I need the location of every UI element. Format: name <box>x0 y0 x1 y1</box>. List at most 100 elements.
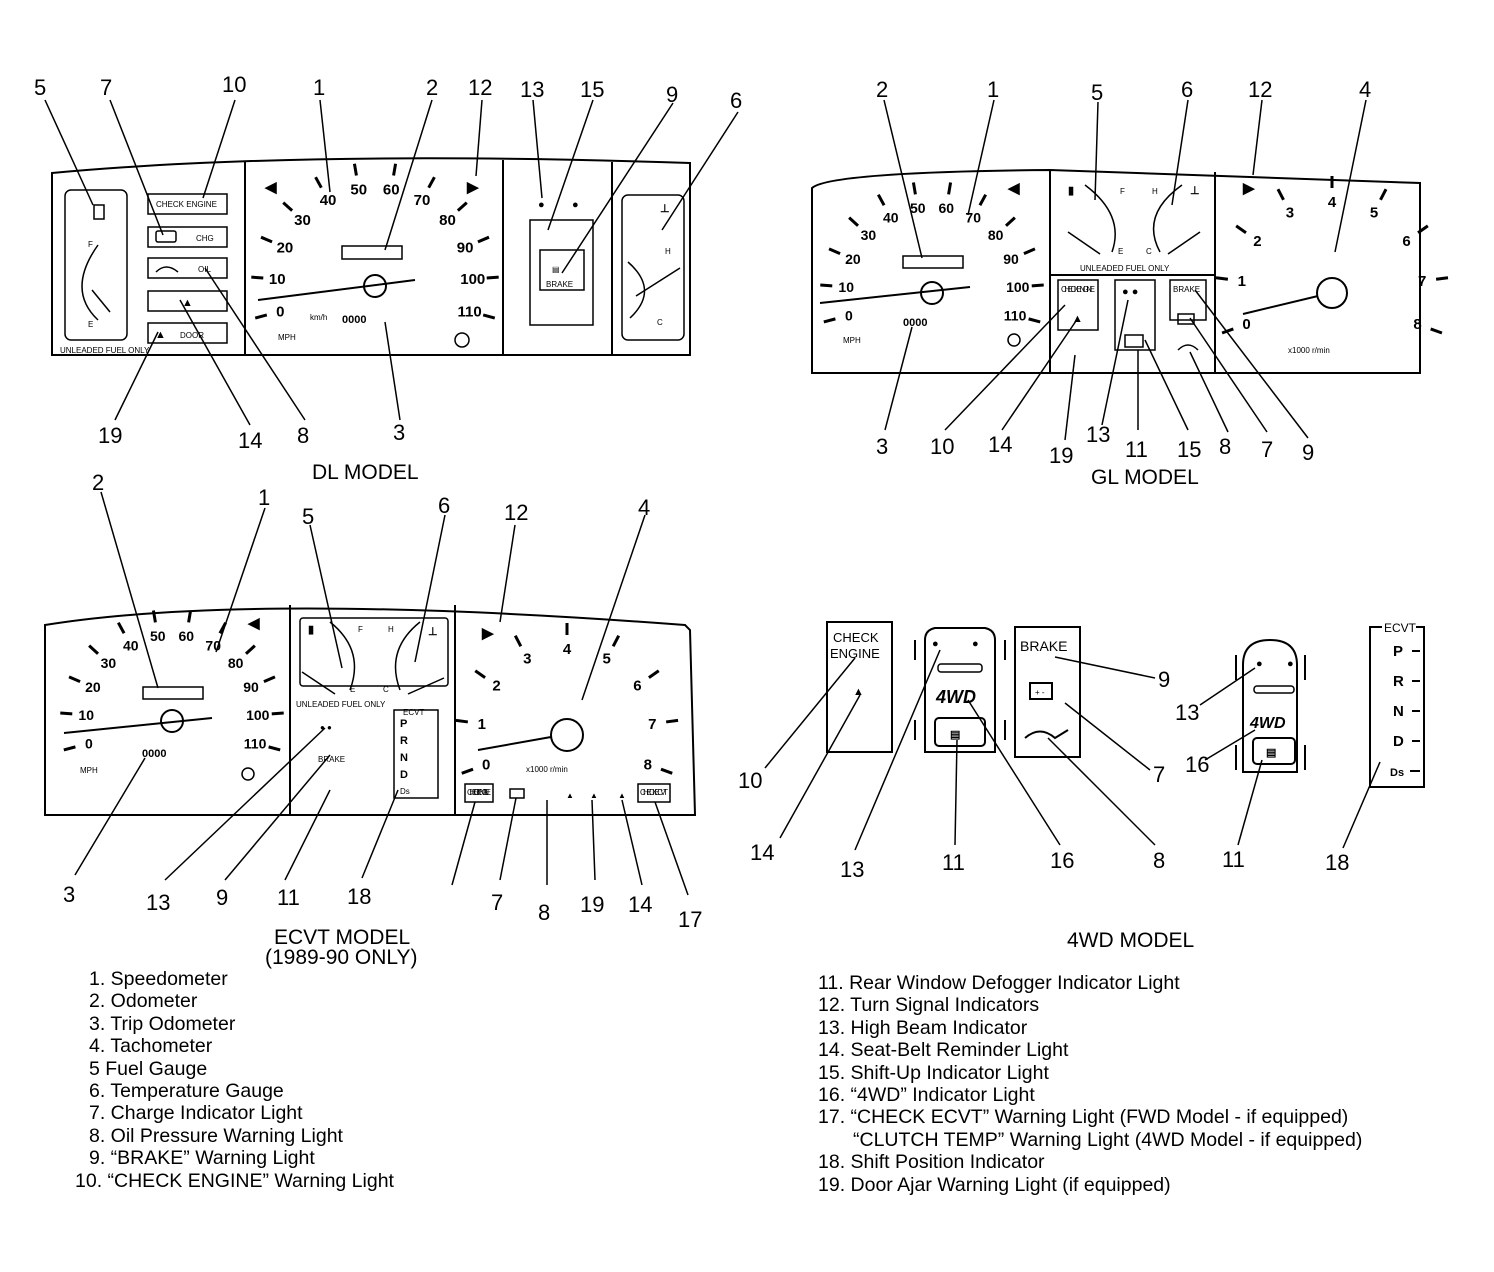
dial-tick <box>1028 317 1041 324</box>
dl-callout: 9 <box>666 82 678 107</box>
dl-callout: 6 <box>730 88 742 113</box>
fwd4-brake-panel: BRAKE + - <box>1014 626 1081 758</box>
dial-label: 2 <box>1253 233 1261 250</box>
dial-tick <box>611 634 621 647</box>
dial-label: 8 <box>644 756 652 773</box>
dial-label: 80 <box>439 212 456 229</box>
ecvt-callout: 7 <box>491 890 503 915</box>
dl-brake-label: BRAKE <box>546 280 573 289</box>
dial-tick <box>1221 327 1234 335</box>
fwd4-small-high-beam-icon: ● <box>1256 658 1263 670</box>
dial-label: 60 <box>178 628 194 644</box>
ecvt-fuel-f: F <box>358 625 363 634</box>
dial-label: 0 <box>276 303 284 320</box>
dial-label: 40 <box>320 192 337 209</box>
dial-label: 2 <box>492 678 500 695</box>
dial-label: 30 <box>101 655 117 671</box>
gl-callout: 9 <box>1302 440 1314 465</box>
ecvt-callout: 1 <box>258 485 270 510</box>
dial-tick <box>263 675 276 684</box>
fwd4-defogger-icon: ▤ <box>950 729 960 741</box>
dial-tick <box>456 201 468 212</box>
dial-tick <box>187 610 193 623</box>
dial-tick <box>60 711 73 716</box>
ecvt-model-title: ECVT MODEL <box>274 926 410 949</box>
gl-callout: 2 <box>876 77 888 102</box>
dial-label: 20 <box>277 239 294 256</box>
dial-tick <box>254 313 268 320</box>
ecvt-callout: 14 <box>628 892 652 917</box>
gl-callout: 15 <box>1177 437 1201 462</box>
dl-callout: 10 <box>222 72 246 97</box>
dial-tick <box>820 283 833 288</box>
gl-tach-unit: x1000 r/min <box>1288 346 1330 355</box>
gl-callout: 19 <box>1049 443 1073 468</box>
fwd4-4wd-badge: 4WD <box>935 687 976 707</box>
dial-tick <box>151 610 157 623</box>
legend-item: 13. High Beam Indicator <box>818 1016 1028 1039</box>
ecvt-model-subtitle: (1989-90 ONLY) <box>265 946 418 969</box>
dial-label: 100 <box>246 707 270 723</box>
dial-tick <box>88 644 100 655</box>
dl-door-icon: ▲ <box>155 329 166 341</box>
ecvt-temp-c: C <box>383 685 389 694</box>
ecvt-callout: 9 <box>216 885 228 910</box>
dl-temperature-gauge: H C ⊥ <box>621 194 685 341</box>
legend-item: 19. Door Ajar Warning Light (if equipped… <box>818 1173 1171 1196</box>
fwd4-callout: 11 <box>942 850 965 875</box>
dial-tick <box>427 176 436 189</box>
dl-mph-label: MPH <box>278 333 296 342</box>
dial-label: 100 <box>1006 279 1030 295</box>
ecvt-temp-h: H <box>388 625 394 634</box>
dl-trip-odometer: 0000 <box>342 314 366 326</box>
dial-tick <box>1435 276 1449 281</box>
ecvt-gear: N <box>400 752 408 764</box>
fwd4-small-4wd-badge: 4WD <box>1249 715 1286 732</box>
fwd4-seatbelt-icon: ▲ <box>853 686 864 698</box>
dial-label: 80 <box>228 655 244 671</box>
dial-label: 110 <box>458 303 482 320</box>
legend-item: 12. Turn Signal Indicators <box>818 994 1040 1017</box>
dial-tick <box>978 193 987 206</box>
ecvt-callout: 19 <box>580 892 604 917</box>
legend-item: 2. Odometer <box>89 990 198 1013</box>
gl-model-title: GL MODEL <box>1091 466 1199 489</box>
legend-item: 14. Seat-Belt Reminder Light <box>818 1039 1069 1062</box>
ecvt-high-beam-icon: ● ● <box>320 723 332 732</box>
dial-label: 50 <box>350 181 367 198</box>
dial-tick <box>848 216 860 227</box>
dl-callout: 12 <box>468 75 492 100</box>
ecvt-callouts: 2 1 5 6 12 4 3 13 9 11 18 7 8 19 14 17 <box>63 470 702 932</box>
legend-item: 7. Charge Indicator Light <box>89 1102 303 1125</box>
dial-tick <box>911 182 917 195</box>
dl-temp-icon: ⊥ <box>660 203 670 215</box>
dial-tick <box>477 235 490 244</box>
legend-item: 16. “4WD” Indicator Light <box>818 1084 1035 1107</box>
dial-tick <box>1023 247 1036 256</box>
legend-item: 3. Trip Odometer <box>89 1012 236 1035</box>
dl-callout: 5 <box>34 75 46 100</box>
fwd4-charge-icon: + - <box>1035 688 1045 697</box>
fwd4-callout: 16 <box>1050 848 1074 873</box>
dial-label: 100 <box>460 271 485 288</box>
gl-callouts: 2 1 5 6 12 4 3 10 14 19 13 11 15 8 7 9 <box>876 77 1371 468</box>
dial-tick <box>455 718 469 724</box>
dial-label: 6 <box>1402 233 1410 250</box>
dl-fuel-f: F <box>88 240 93 249</box>
gl-temp-c: C <box>1146 247 1152 256</box>
fwd4-callouts: 9 13 7 10 16 14 13 11 16 8 11 18 <box>738 667 1349 882</box>
dial-label: 110 <box>1004 307 1027 323</box>
dial-tick <box>474 669 486 679</box>
legend-item: 5 Fuel Gauge <box>89 1057 208 1080</box>
dl-seatbelt-icon: ▲ <box>182 297 193 309</box>
dial-label: 5 <box>603 651 611 668</box>
fwd4-leader-lines <box>764 649 1381 851</box>
dl-temp-h: H <box>665 247 671 256</box>
legend-item: “CLUTCH TEMP” Warning Light (4WD Model -… <box>853 1128 1363 1151</box>
dial-tick <box>1417 224 1429 235</box>
ecvt-gear: R <box>400 735 408 747</box>
dial-label: 70 <box>965 210 981 226</box>
dial-tick <box>486 275 499 280</box>
